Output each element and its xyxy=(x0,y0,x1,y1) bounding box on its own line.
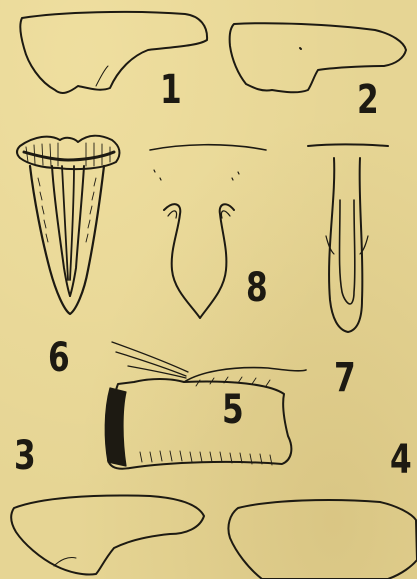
figure-5-drawing xyxy=(105,342,306,469)
figure-4-drawing xyxy=(228,500,417,579)
figure-number-5: 5 xyxy=(222,390,244,430)
figure-number-7: 7 xyxy=(334,358,356,398)
figure-number-2: 2 xyxy=(357,80,379,120)
figure-number-6: 6 xyxy=(48,338,70,378)
figure-number-3: 3 xyxy=(14,436,36,476)
figure-number-4: 4 xyxy=(390,440,412,480)
figure-2-drawing xyxy=(230,23,406,92)
figure-6-drawing xyxy=(17,136,119,314)
figure-7-drawing xyxy=(308,145,388,333)
figure-number-8: 8 xyxy=(246,268,268,308)
figure-3-drawing xyxy=(11,496,204,575)
figure-number-1: 1 xyxy=(160,70,182,110)
